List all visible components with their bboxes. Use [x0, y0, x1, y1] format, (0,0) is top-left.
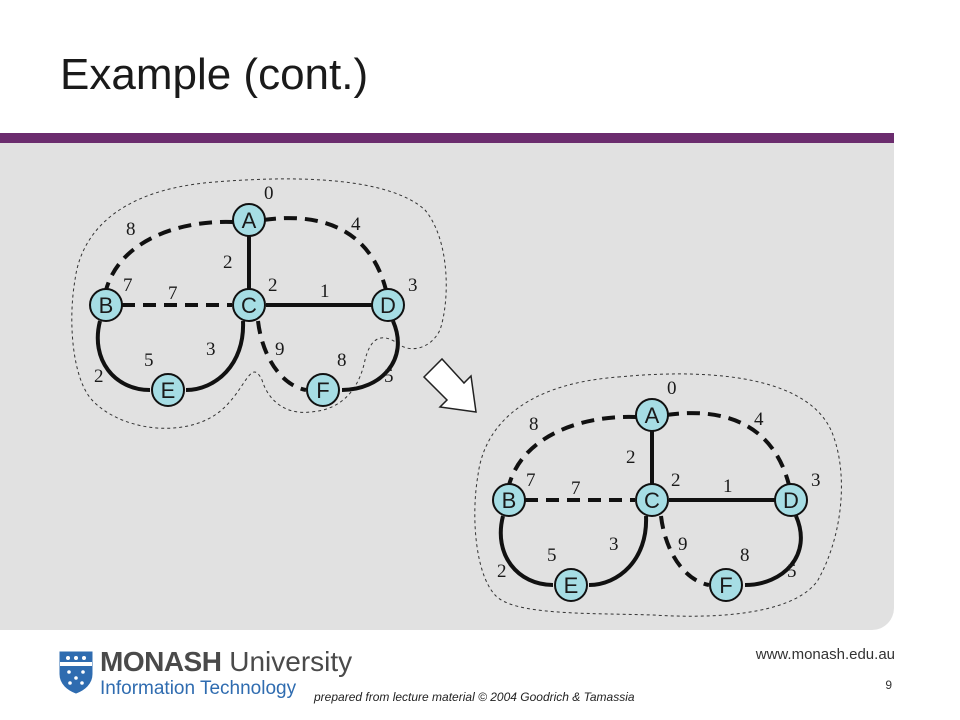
weight-a-b: 8 — [126, 219, 136, 240]
distance-c: 2 — [268, 275, 278, 296]
node-a: A — [232, 203, 266, 237]
weight-b-e: 2 — [497, 561, 507, 582]
svg-text:F: F — [719, 573, 732, 598]
weight-c-d: 1 — [320, 281, 330, 302]
edge-b-e — [498, 515, 554, 587]
distance-f: 8 — [740, 545, 750, 566]
node-a: A — [635, 398, 669, 432]
graph-left: A B C D E F 0 7 2 3 5 8 8 4 2 7 1 — [71, 178, 447, 429]
distance-f: 8 — [337, 350, 347, 371]
edge-c-e — [185, 320, 246, 392]
weight-d-f: 5 — [787, 561, 797, 582]
node-d: D — [774, 483, 808, 517]
weight-a-b: 8 — [529, 414, 539, 435]
edge-a-d — [665, 411, 791, 486]
weight-c-d: 1 — [723, 476, 733, 497]
node-f: F — [709, 568, 743, 602]
weight-c-e: 3 — [609, 534, 619, 555]
weight-b-e: 2 — [94, 366, 104, 387]
distance-c: 2 — [671, 470, 681, 491]
distance-d: 3 — [811, 470, 821, 491]
faculty-name: Information Technology — [100, 678, 297, 699]
slide-title: Example (cont.) — [60, 50, 369, 99]
edge-c-e — [588, 515, 649, 587]
footer-credit: prepared from lecture material © 2004 Go… — [314, 690, 635, 704]
weight-a-c: 2 — [223, 252, 233, 273]
transition-arrow-icon — [422, 357, 477, 413]
node-e: E — [151, 373, 185, 407]
node-d: D — [371, 288, 405, 322]
weight-c-f: 9 — [275, 339, 285, 360]
edge-c-f — [256, 320, 307, 392]
weight-a-d: 4 — [754, 409, 764, 430]
monash-logo[interactable]: MONASH University Information Technology — [58, 646, 378, 700]
website-url[interactable]: www.monash.edu.au — [755, 646, 895, 663]
svg-text:A: A — [645, 403, 660, 428]
edge-d-f — [744, 515, 803, 587]
svg-text:B: B — [502, 488, 517, 513]
distance-e: 5 — [547, 545, 557, 566]
distance-a: 0 — [264, 183, 274, 204]
svg-text:E: E — [161, 378, 176, 403]
weight-c-f: 9 — [678, 534, 688, 555]
crest-icon — [59, 651, 93, 694]
node-f: F — [306, 373, 340, 407]
distance-e: 5 — [144, 350, 154, 371]
svg-text:A: A — [242, 208, 257, 233]
svg-text:F: F — [316, 378, 329, 403]
node-c: C — [635, 483, 669, 517]
svg-text:C: C — [241, 293, 257, 318]
weight-b-c: 7 — [168, 283, 178, 304]
distance-d: 3 — [408, 275, 418, 296]
node-c: C — [232, 288, 266, 322]
title-bar — [0, 133, 894, 143]
edge-a-b — [507, 414, 637, 486]
cloud-boundary — [71, 178, 447, 429]
weight-b-c: 7 — [571, 478, 581, 499]
weight-d-f: 5 — [384, 366, 394, 387]
edge-a-d — [262, 216, 388, 291]
edge-d-f — [341, 320, 400, 392]
distance-b: 7 — [123, 275, 133, 296]
distance-b: 7 — [526, 470, 536, 491]
edge-c-f — [659, 515, 710, 587]
cloud-boundary — [474, 373, 842, 617]
svg-text:C: C — [644, 488, 660, 513]
distance-a: 0 — [667, 378, 677, 399]
svg-text:D: D — [783, 488, 799, 513]
weight-a-d: 4 — [351, 214, 361, 235]
weight-a-c: 2 — [626, 447, 636, 468]
svg-text:E: E — [564, 573, 579, 598]
svg-text:D: D — [380, 293, 396, 318]
svg-text:B: B — [99, 293, 114, 318]
graph-right: A B C D E F 0 7 2 3 5 8 8 4 2 7 1 — [474, 373, 842, 617]
node-b: B — [492, 483, 526, 517]
page-number: 9 — [885, 678, 892, 692]
node-e: E — [554, 568, 588, 602]
node-b: B — [89, 288, 123, 322]
university-name: MONASH University — [100, 646, 353, 677]
edge-a-b — [104, 219, 234, 291]
weight-c-e: 3 — [206, 339, 216, 360]
edge-b-e — [95, 320, 151, 392]
